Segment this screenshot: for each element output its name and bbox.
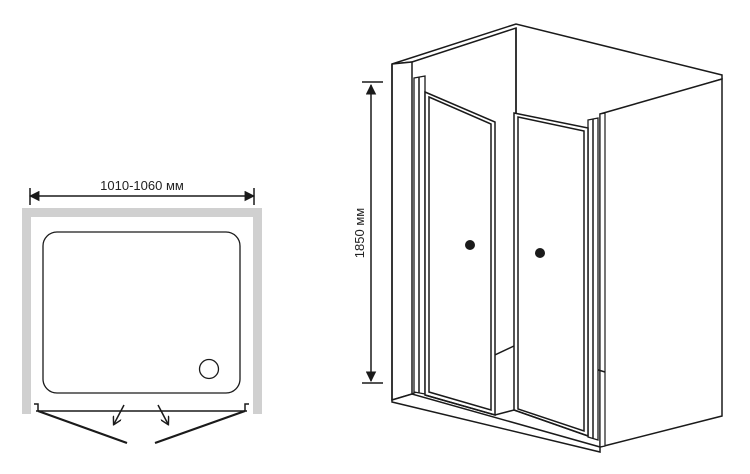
right-door-handle: [535, 248, 545, 258]
left-door-profile: [413, 75, 426, 395]
floor-tray: [391, 393, 601, 453]
right-side-wall: [599, 78, 723, 448]
width-dimension: 1010-1060 мм: [28, 178, 256, 205]
width-label: 1010-1060 мм: [100, 178, 184, 193]
left-opening-arrow: [114, 404, 125, 424]
drain-circle: [198, 358, 220, 380]
right-door-leaf: [154, 409, 246, 445]
right-door-profile: [587, 117, 599, 441]
left-door-handle: [465, 240, 475, 250]
door-rail: [34, 403, 249, 412]
right-door-glass: [513, 112, 589, 438]
height-label: 1850 мм: [352, 208, 367, 258]
height-dimension: 1850 мм: [352, 81, 383, 384]
left-door-glass: [424, 90, 496, 416]
left-side-wall: [391, 61, 413, 402]
right-opening-arrow: [157, 404, 168, 424]
elevation-view: 1850 мм: [352, 23, 723, 453]
shower-tray: [42, 231, 241, 394]
plan-view: 1010-1060 мм: [22, 178, 262, 445]
left-door-leaf: [37, 409, 128, 445]
